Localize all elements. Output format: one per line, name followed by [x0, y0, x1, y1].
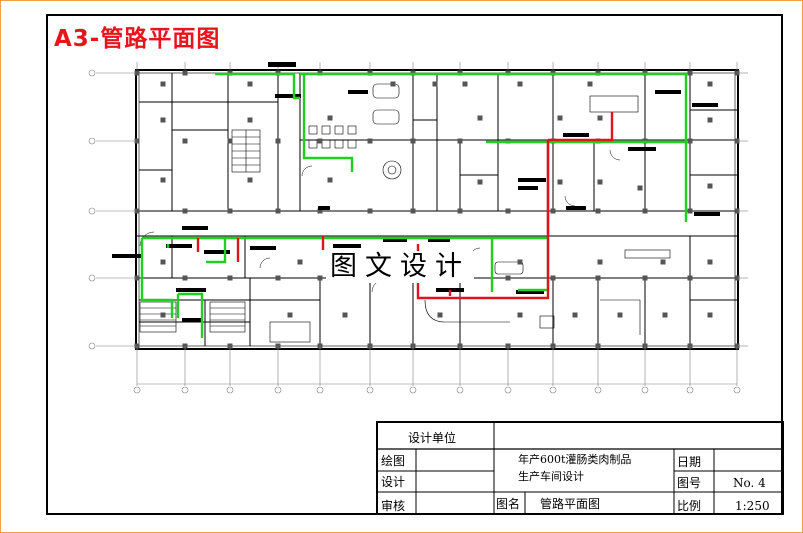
watermark-text: 图文设计: [326, 251, 474, 283]
project-name-line2: 生产车间设计: [518, 470, 584, 483]
grid-axes: [88, 62, 748, 394]
title-block: [376, 421, 784, 515]
project-name-line1: 年产600t灌肠类肉制品: [518, 453, 632, 466]
scale-label: 比例: [677, 499, 702, 513]
drawing-number-label: 图号: [677, 476, 702, 490]
drawing-title: A3-管路平面图: [54, 26, 221, 52]
floor-plan: [135, 69, 739, 350]
drawn-by-label: 绘图: [381, 454, 406, 468]
drawing-name-value: 管路平面图: [540, 497, 601, 511]
reviewed-by-label: 审核: [381, 499, 406, 513]
designed-by-label: 设计: [381, 475, 406, 489]
drawing-number-value: No. 4: [733, 476, 766, 490]
green-pipeline: [140, 72, 688, 338]
scale-value: 1:250: [735, 499, 770, 513]
drawing-name-label: 图名: [496, 497, 521, 511]
equipment-labels: [112, 62, 720, 322]
design-unit-label: 设计单位: [408, 431, 457, 445]
date-label: 日期: [677, 455, 702, 469]
